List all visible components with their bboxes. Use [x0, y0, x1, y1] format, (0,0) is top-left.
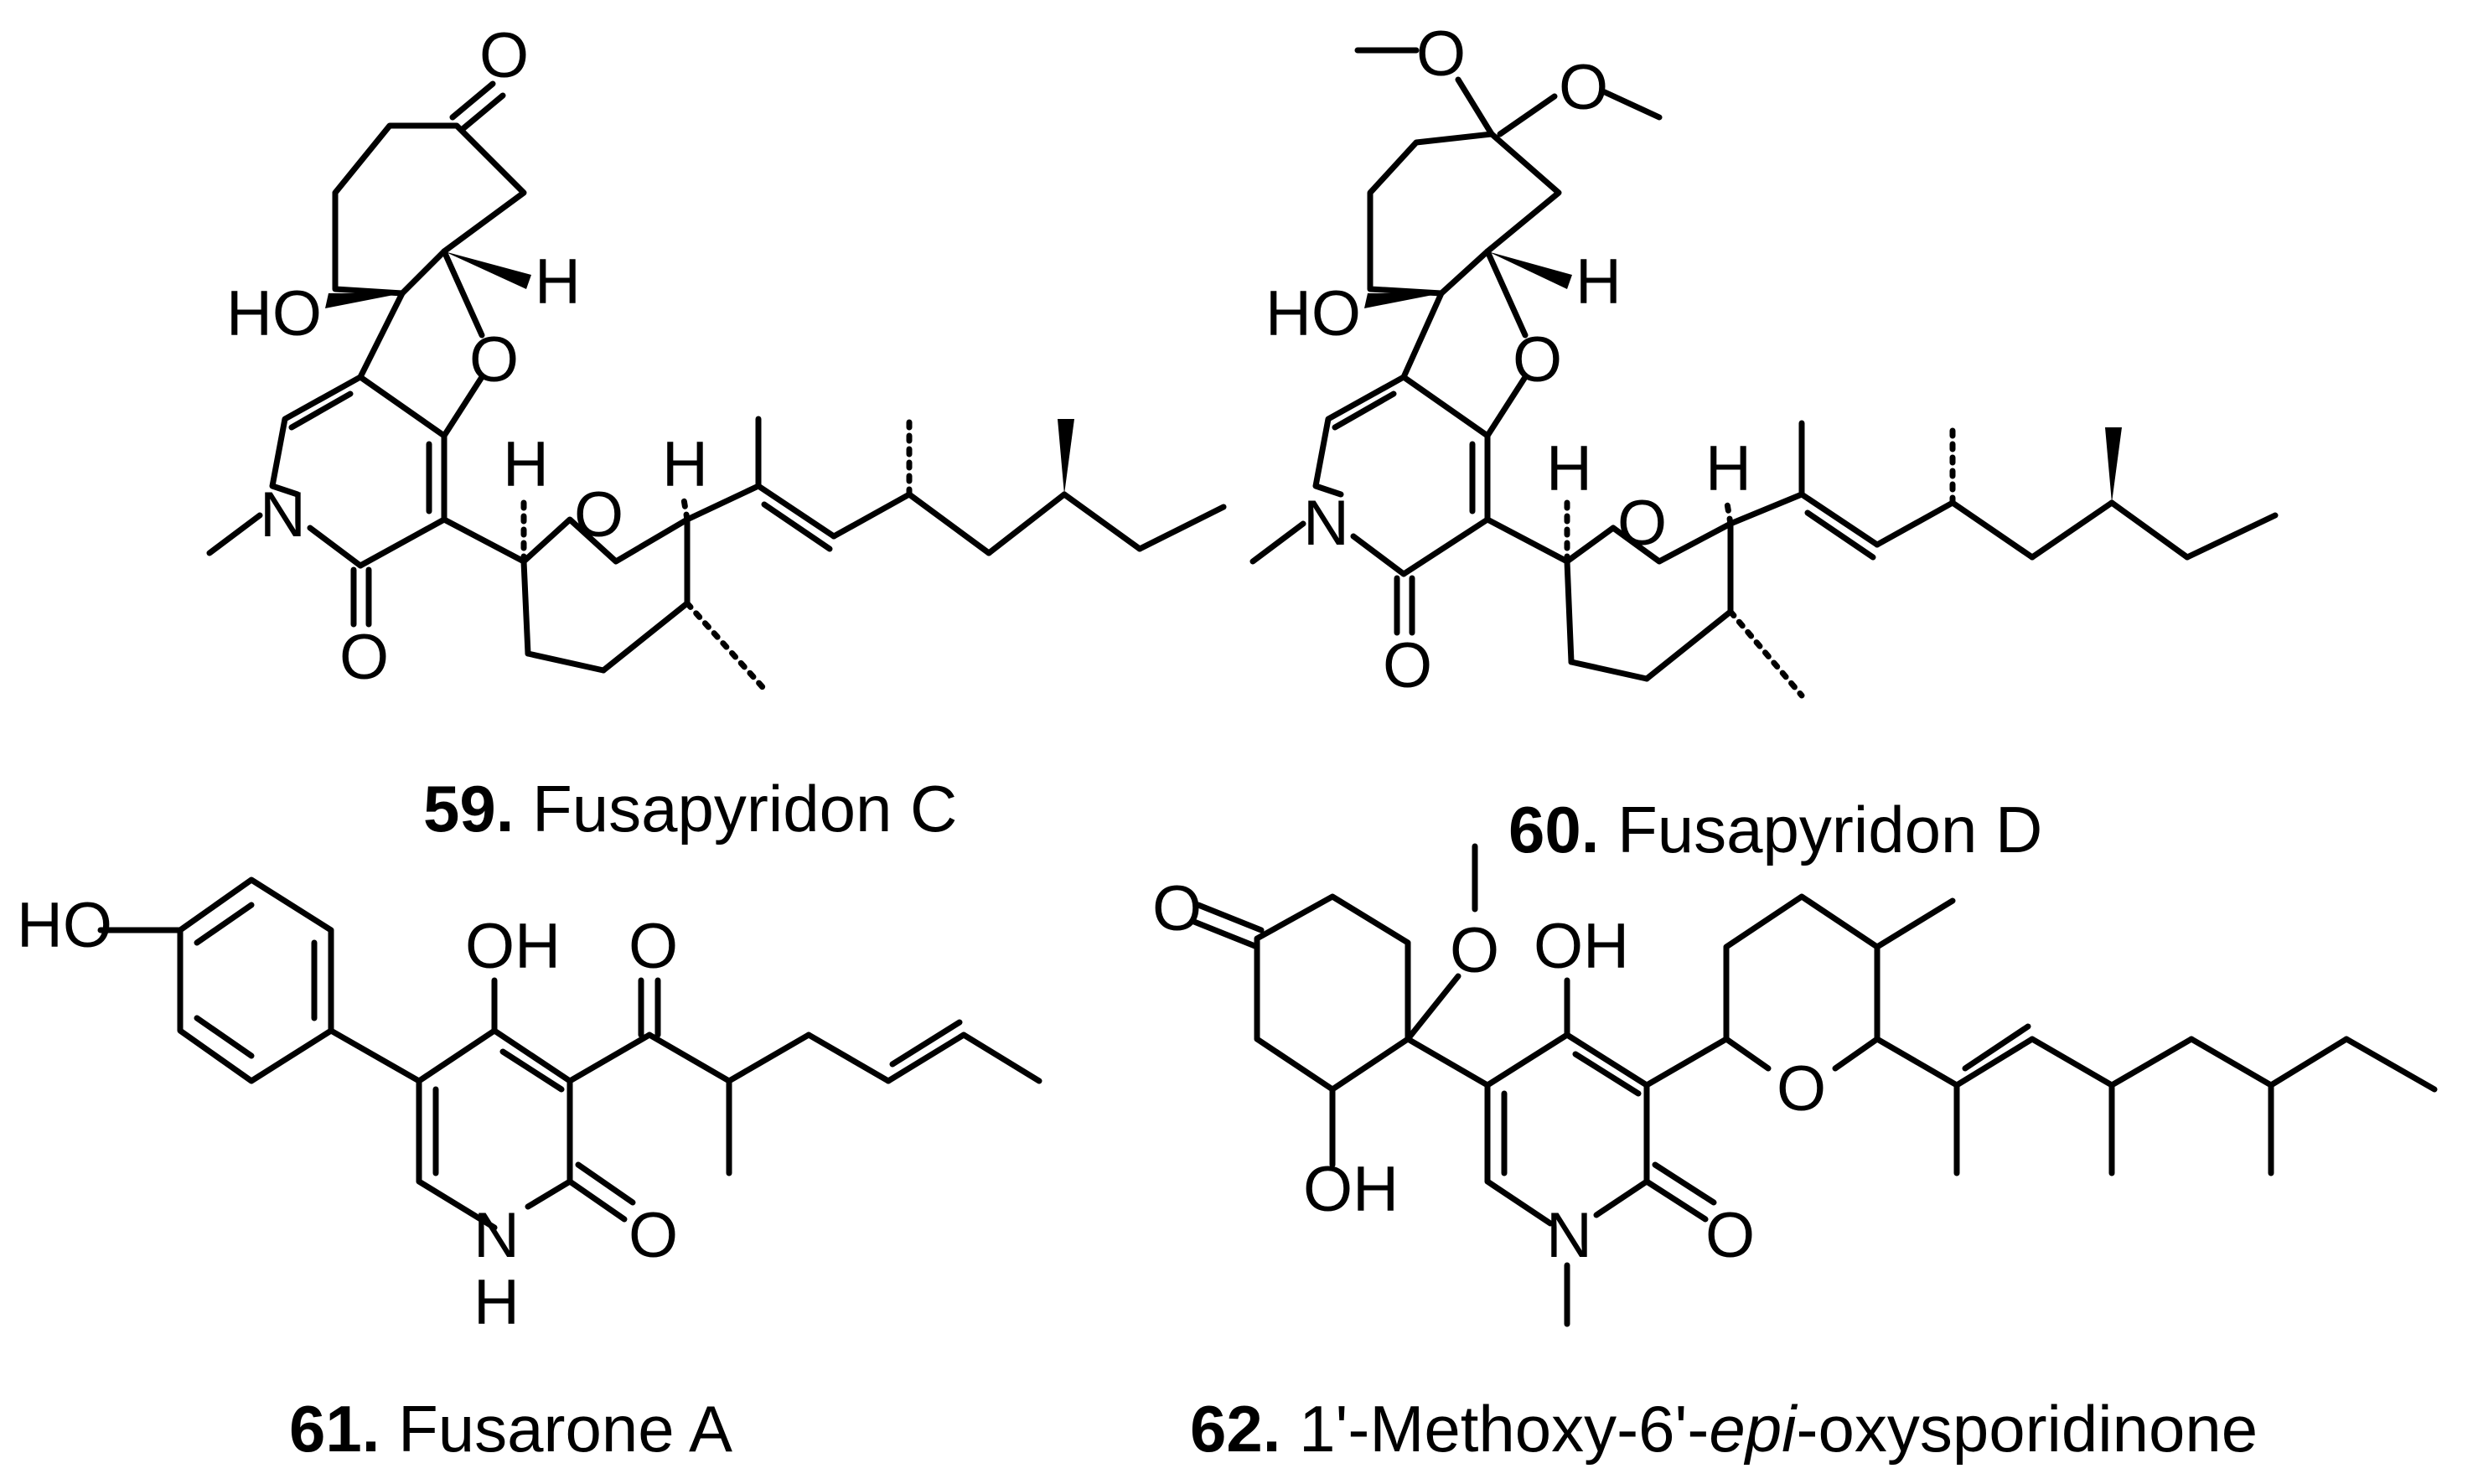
atom-label: O: [629, 911, 678, 982]
compound-number: 61.: [289, 1392, 380, 1466]
compound-name: Fusapyridon C: [532, 772, 958, 845]
structure-61: HO OH N H O O: [17, 876, 1042, 1338]
atom-label: O: [1559, 52, 1608, 123]
atom-label: O: [339, 622, 389, 693]
structure-60: O O HO H O N O O H H: [1249, 18, 2279, 701]
atom-label: H: [535, 246, 581, 318]
atom-label: H: [1705, 433, 1751, 504]
atom-label: O: [1152, 873, 1202, 944]
compound-name-italic: epi: [1709, 1392, 1797, 1466]
atom-label: HO: [17, 890, 112, 961]
structure-59: O HO H O N O O H H: [206, 20, 1227, 693]
caption-62: 62. 1'-Methoxy-6'-epi-oxysporidinone: [1190, 1391, 2258, 1467]
atom-label: N: [1303, 488, 1349, 559]
atom-label: O: [1450, 915, 1499, 986]
atom-label: H: [1546, 433, 1592, 504]
compound-number: 62.: [1190, 1392, 1281, 1466]
atom-label: O: [1777, 1053, 1826, 1125]
atom-label: N: [260, 479, 306, 551]
atom-label: O: [574, 479, 623, 551]
atom-label: H: [473, 1267, 520, 1338]
atom-label: N: [473, 1200, 520, 1271]
caption-59: 59. Fusapyridon C: [423, 771, 957, 847]
caption-61: 61. Fusarone A: [289, 1391, 732, 1467]
atom-label: O: [629, 1200, 678, 1271]
atom-label: HO: [226, 278, 322, 349]
compound-number: 60.: [1508, 793, 1600, 866]
compound-name-suffix: -oxysporidinone: [1796, 1392, 2258, 1466]
atom-label: O: [1383, 630, 1432, 701]
atom-label: HO: [1265, 278, 1361, 349]
atom-label: O: [479, 20, 529, 91]
compound-number: 59.: [423, 772, 515, 845]
atom-label: O: [1705, 1200, 1755, 1271]
structure-62: O OH O OH N O O: [1152, 843, 2438, 1327]
compound-name: Fusapyridon D: [1617, 793, 2043, 866]
atom-label: H: [1575, 246, 1622, 318]
atom-label: OH: [465, 911, 561, 982]
atom-label: O: [1617, 488, 1667, 559]
compound-name: Fusarone A: [398, 1392, 733, 1466]
atom-label: N: [1546, 1200, 1592, 1271]
caption-60: 60. Fusapyridon D: [1508, 792, 2042, 868]
compound-name-prefix: 1'-Methoxy-6'-: [1299, 1392, 1710, 1466]
atom-label: OH: [1534, 911, 1629, 982]
atom-label: H: [662, 429, 708, 500]
atom-label: H: [503, 429, 549, 500]
atom-label: OH: [1303, 1154, 1399, 1225]
